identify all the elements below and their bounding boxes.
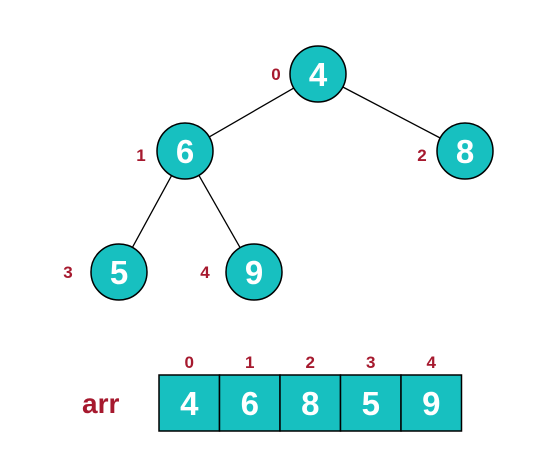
tree-edge bbox=[208, 87, 295, 138]
tree-node-index: 0 bbox=[271, 65, 280, 84]
tree-node-index: 1 bbox=[136, 146, 145, 165]
tree-node-circle bbox=[156, 122, 214, 180]
array-cell-box bbox=[279, 374, 342, 432]
tree-edge bbox=[342, 86, 441, 139]
array-cell: 94 bbox=[400, 353, 463, 432]
tree-node-circle bbox=[289, 45, 347, 103]
tree-node-value: 9 bbox=[245, 254, 263, 291]
array-cell-value: 8 bbox=[301, 385, 319, 422]
tree-node: 40 bbox=[271, 45, 347, 103]
tree-node-index: 2 bbox=[417, 146, 426, 165]
array-cell-index: 4 bbox=[427, 353, 437, 372]
tree-node-circle bbox=[436, 122, 494, 180]
array-cell-index: 0 bbox=[185, 353, 194, 372]
array-cell-value: 5 bbox=[362, 385, 380, 422]
array-cell-index: 2 bbox=[306, 353, 315, 372]
array-cell-value: 6 bbox=[241, 385, 259, 422]
array-cell: 61 bbox=[218, 353, 281, 432]
array-cell-value: 4 bbox=[180, 385, 199, 422]
tree-node: 53 bbox=[63, 243, 148, 301]
tree-node-value: 6 bbox=[176, 133, 194, 170]
tree-node-index: 4 bbox=[200, 263, 210, 282]
tree-edges bbox=[131, 86, 441, 248]
tree-node-value: 5 bbox=[110, 254, 128, 291]
tree-node-index: 3 bbox=[63, 263, 72, 282]
array-cell: 40 bbox=[158, 353, 221, 432]
tree-node: 82 bbox=[417, 122, 494, 180]
tree-edge bbox=[131, 175, 173, 248]
tree-node-value: 4 bbox=[309, 56, 328, 93]
tree-edge bbox=[198, 175, 241, 248]
array-label: arr bbox=[82, 388, 119, 419]
array-cell: 82 bbox=[279, 353, 342, 432]
tree-node: 61 bbox=[136, 122, 214, 180]
tree-node: 94 bbox=[200, 243, 283, 301]
array-cell: 53 bbox=[339, 353, 402, 432]
array-cell-value: 9 bbox=[422, 385, 440, 422]
tree-node-circle bbox=[90, 243, 148, 301]
array-cell-box bbox=[400, 374, 463, 432]
array-cell-index: 1 bbox=[245, 353, 254, 372]
array-cell-index: 3 bbox=[366, 353, 375, 372]
tree-node-value: 8 bbox=[456, 133, 474, 170]
array-cell-box bbox=[339, 374, 402, 432]
tree-node-circle bbox=[225, 243, 283, 301]
